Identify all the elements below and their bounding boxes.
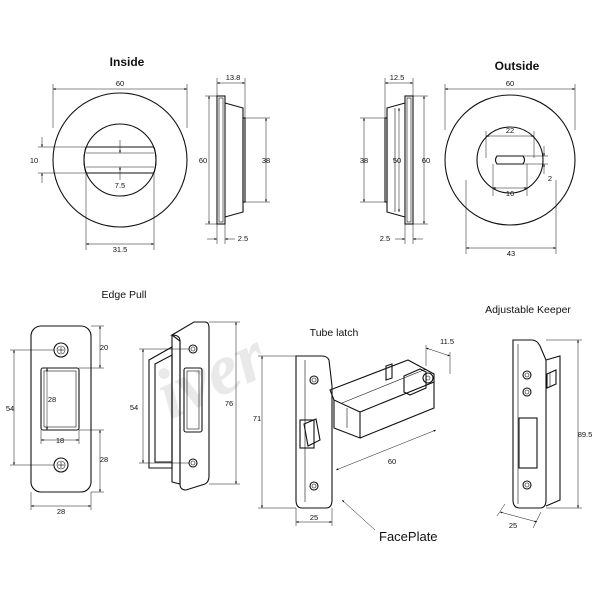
tube-latch-faceplate [295, 355, 333, 509]
outside-title: Outside [495, 59, 540, 73]
latch-height-label: 71 [253, 414, 261, 423]
edge-pull-title: Edge Pull [102, 289, 147, 301]
outside-view: Outside 60 22 2 16 43 [444, 59, 576, 258]
outside-side-plate-label: 2.5 [380, 234, 390, 243]
edge-pull-plate [30, 325, 92, 493]
outside-side-view: 12.5 38 50 60 2.5 [360, 73, 430, 244]
inside-turn-label: 7.5 [115, 181, 125, 190]
edge-height-label: 54 [6, 404, 14, 413]
edge-pull-view: Edge Pull 54 20 28 18 [6, 289, 147, 516]
faceplate-label: FacePlate [379, 529, 438, 544]
adjustable-keeper-view: Adjustable Keeper 89.5 25 [485, 304, 592, 530]
edge-width-label: 28 [57, 507, 65, 516]
inside-side-height-label: 60 [199, 156, 207, 165]
outside-slot-label: 22 [506, 126, 514, 135]
tube-latch-view: Tube latch 11.5 71 60 25 [253, 327, 454, 544]
latch-backset-label: 11.5 [440, 337, 454, 346]
edge-pull-top-screw [53, 342, 69, 358]
inside-side-view: 13.8 60 38 2.5 [199, 73, 270, 244]
outside-width-label: 60 [506, 79, 514, 88]
edge-pull-bottom-screw [53, 457, 69, 473]
tube-latch-title: Tube latch [310, 327, 359, 339]
inside-view: Inside 60 10 7.5 31.5 [30, 55, 188, 254]
outside-side-height-label: 60 [422, 156, 430, 165]
tube-latch-bolt [303, 418, 321, 447]
edge-side-height-label: 76 [225, 399, 233, 408]
keeper-plate [512, 339, 547, 509]
inside-gap-label: 10 [30, 156, 38, 165]
inside-side-plate-label: 2.5 [238, 234, 248, 243]
inside-width-label: 60 [116, 79, 124, 88]
outside-offset-label: 43 [507, 249, 515, 258]
keeper-width-label: 25 [509, 521, 517, 530]
edge-slot-width-label: 18 [56, 436, 64, 445]
edge-bottom-label: 28 [100, 455, 108, 464]
edge-pull-slot [40, 367, 80, 431]
outside-outer-rose [444, 94, 576, 226]
latch-length-label: 60 [388, 457, 396, 466]
tube-latch-tube [329, 359, 435, 413]
keeper-height-label: 89.5 [578, 430, 593, 439]
outside-side-mid-label: 50 [393, 156, 401, 165]
keeper-top-screw [522, 370, 532, 397]
edge-slot-height-label: 28 [48, 395, 56, 404]
latch-width-label: 25 [310, 513, 318, 522]
inside-side-body-label: 38 [262, 156, 270, 165]
inside-side-depth-label: 13.8 [226, 73, 241, 82]
keeper-bottom-screw [522, 480, 532, 490]
inside-title: Inside [110, 55, 145, 69]
edge-top-label: 20 [100, 343, 108, 352]
inside-outer-rose [52, 92, 188, 228]
edge-pull-3d-plate [169, 321, 210, 491]
keeper-slot [518, 417, 538, 469]
outside-key-label: 16 [506, 189, 514, 198]
outside-side-body-label: 38 [360, 156, 368, 165]
edge-pull-3d: 54 76 [130, 321, 240, 491]
inside-offset-label: 31.5 [113, 245, 128, 254]
outside-slot-height-label: 2 [548, 174, 552, 183]
outside-indicator-disc [476, 126, 544, 194]
outside-side-depth-label: 12.5 [390, 73, 405, 82]
edge-side-body-label: 54 [130, 403, 138, 412]
adjustable-keeper-title: Adjustable Keeper [485, 304, 571, 316]
outside-emergency-slot [494, 155, 526, 165]
